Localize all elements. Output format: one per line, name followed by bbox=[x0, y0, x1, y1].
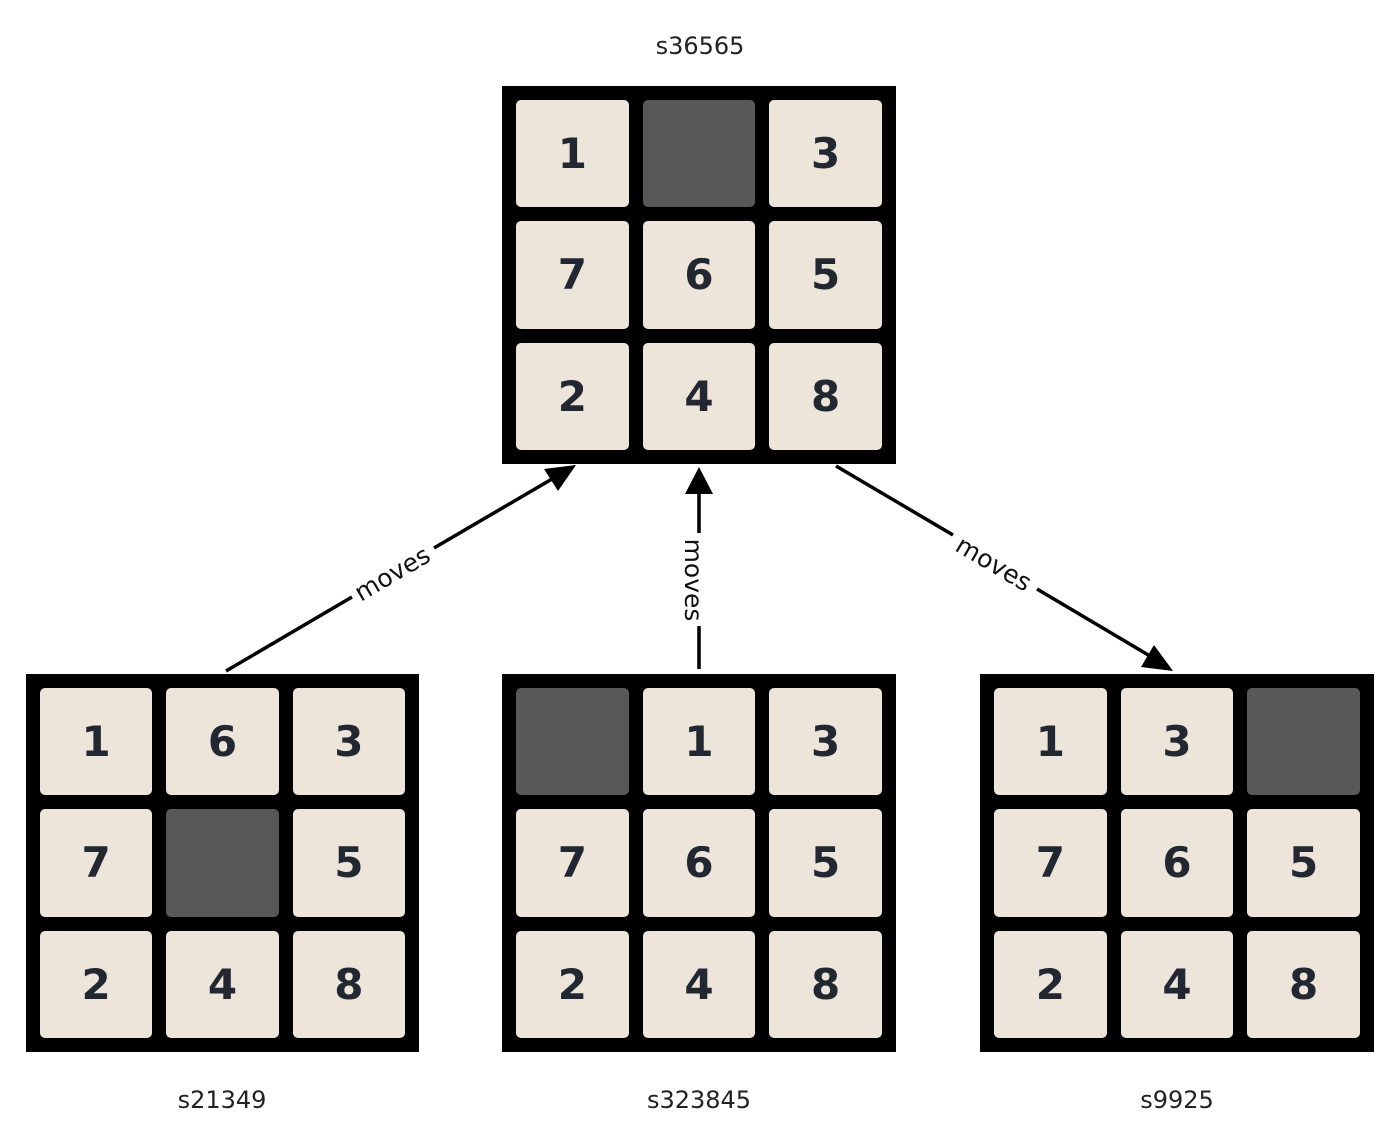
puzzle-board-left: 1 6 3 7 5 2 4 8 bbox=[26, 674, 419, 1052]
tile: 6 bbox=[642, 221, 756, 329]
arrowhead-icon bbox=[685, 467, 713, 494]
blank-tile bbox=[1247, 688, 1360, 796]
tile: 2 bbox=[40, 930, 153, 1038]
edge-segment bbox=[835, 464, 954, 537]
tile: 5 bbox=[1247, 809, 1360, 917]
tile: 4 bbox=[642, 342, 756, 450]
tile: 7 bbox=[994, 809, 1107, 917]
blank-tile bbox=[516, 688, 629, 796]
edge-segment bbox=[433, 477, 553, 550]
tile: 8 bbox=[769, 930, 882, 1038]
tile: 4 bbox=[642, 930, 756, 1038]
tile: 3 bbox=[769, 100, 882, 208]
edge-top-to-right: moves bbox=[835, 464, 1173, 671]
tile: 4 bbox=[166, 930, 279, 1038]
tile: 2 bbox=[994, 930, 1107, 1038]
tile: 7 bbox=[516, 809, 629, 917]
tile: 8 bbox=[1247, 930, 1360, 1038]
tile: 1 bbox=[642, 688, 756, 796]
tile: 7 bbox=[40, 809, 153, 917]
edge-left-to-top: moves bbox=[225, 465, 576, 673]
tile: 6 bbox=[166, 688, 279, 796]
puzzle-board-right: 1 3 7 6 5 2 4 8 bbox=[980, 674, 1374, 1052]
edge-label: moves bbox=[349, 540, 435, 607]
tile: 2 bbox=[516, 342, 629, 450]
tile: 8 bbox=[292, 930, 405, 1038]
state-label-middle: s323845 bbox=[646, 1086, 752, 1114]
state-label-top: s36565 bbox=[655, 32, 745, 60]
tile: 1 bbox=[40, 688, 153, 796]
edge-label: moves bbox=[951, 530, 1037, 597]
tile: 6 bbox=[642, 809, 756, 917]
puzzle-board-middle: 1 3 7 6 5 2 4 8 bbox=[502, 674, 896, 1052]
edge-label: moves bbox=[679, 539, 708, 622]
tile: 4 bbox=[1120, 930, 1234, 1038]
tile: 1 bbox=[994, 688, 1107, 796]
edge-segment bbox=[1036, 587, 1151, 658]
state-label-right: s9925 bbox=[1140, 1086, 1214, 1114]
blank-tile bbox=[166, 809, 279, 917]
edge-middle-to-top: moves bbox=[679, 467, 713, 669]
tile: 3 bbox=[1120, 688, 1234, 796]
tile: 1 bbox=[516, 100, 629, 208]
tile: 5 bbox=[292, 809, 405, 917]
tile: 5 bbox=[769, 809, 882, 917]
tile: 5 bbox=[769, 221, 882, 329]
tile: 3 bbox=[292, 688, 405, 796]
arrowhead-icon bbox=[1141, 645, 1173, 671]
tile: 2 bbox=[516, 930, 629, 1038]
arrowhead-icon bbox=[544, 465, 576, 491]
tile: 6 bbox=[1120, 809, 1234, 917]
puzzle-board-top: 1 3 7 6 5 2 4 8 bbox=[502, 86, 896, 464]
tile: 3 bbox=[769, 688, 882, 796]
tile: 7 bbox=[516, 221, 629, 329]
tile: 8 bbox=[769, 342, 882, 450]
edge-segment bbox=[225, 595, 353, 673]
state-label-left: s21349 bbox=[177, 1086, 267, 1114]
blank-tile bbox=[642, 100, 756, 208]
